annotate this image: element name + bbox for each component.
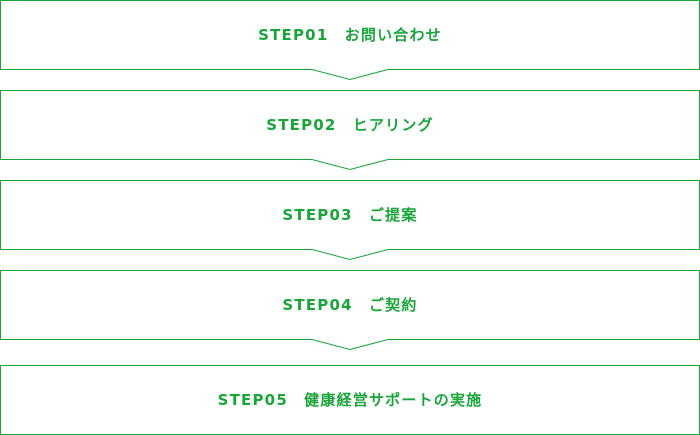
step-number: STEP03 bbox=[282, 206, 352, 224]
step-title: STEP03 ご提案 bbox=[282, 206, 417, 224]
step-3: STEP03 ご提案 bbox=[0, 180, 700, 261]
step-number: STEP01 bbox=[258, 26, 328, 44]
step-label: ヒアリング bbox=[353, 116, 434, 134]
step-5: STEP05 健康経営サポートの実施 bbox=[0, 365, 700, 435]
step-4: STEP04 ご契約 bbox=[0, 270, 700, 351]
step-title: STEP01 お問い合わせ bbox=[258, 26, 442, 44]
step-2: STEP02 ヒアリング bbox=[0, 90, 700, 171]
step-label: 健康経営サポートの実施 bbox=[304, 391, 482, 409]
step-gap bbox=[337, 116, 353, 134]
step-gap bbox=[288, 391, 304, 409]
step-gap bbox=[353, 206, 369, 224]
step-number: STEP02 bbox=[266, 116, 336, 134]
step-gap bbox=[353, 296, 369, 314]
step-1: STEP01 お問い合わせ bbox=[0, 0, 700, 81]
step-number: STEP05 bbox=[218, 391, 288, 409]
step-title: STEP02 ヒアリング bbox=[266, 116, 434, 134]
step-title: STEP05 健康経営サポートの実施 bbox=[218, 391, 483, 409]
step-title: STEP04 ご契約 bbox=[282, 296, 417, 314]
step-gap bbox=[328, 26, 344, 44]
step-number: STEP04 bbox=[282, 296, 352, 314]
step-label: ご提案 bbox=[369, 206, 418, 224]
step-label: お問い合わせ bbox=[345, 26, 442, 44]
step-label: ご契約 bbox=[369, 296, 418, 314]
